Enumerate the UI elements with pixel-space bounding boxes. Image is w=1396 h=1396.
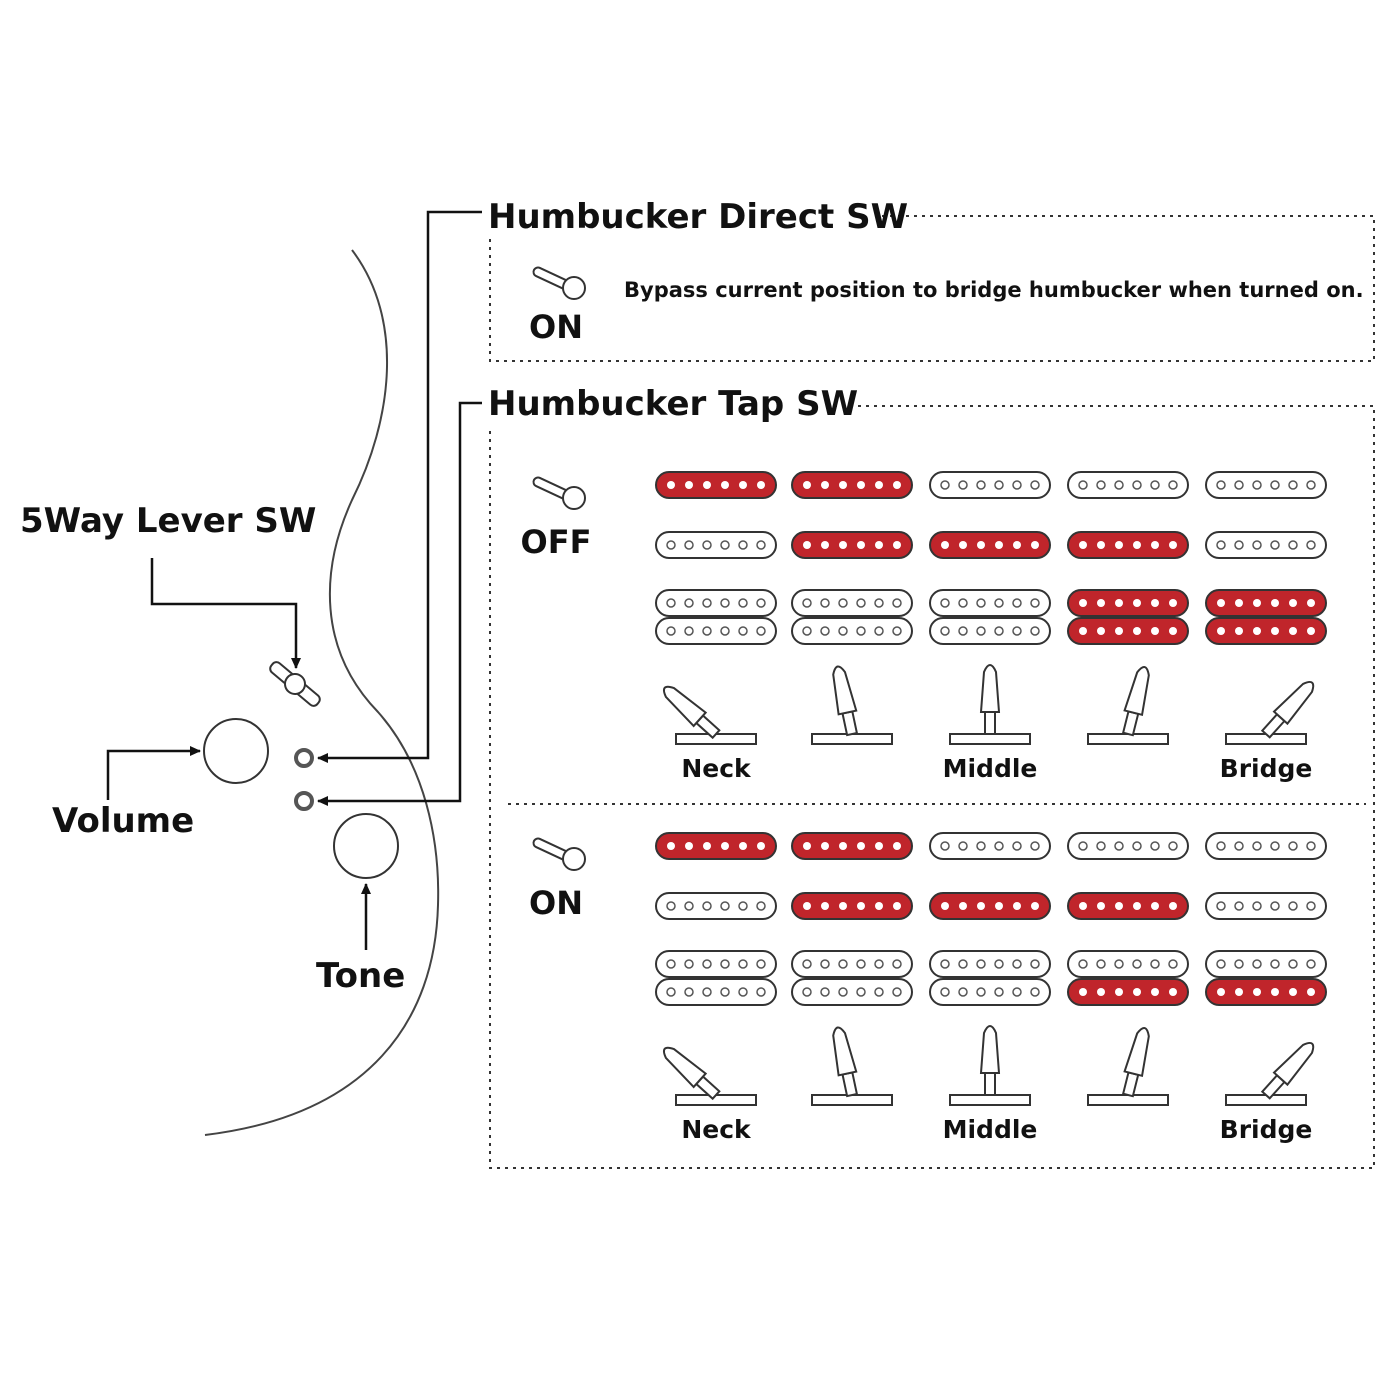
tone-label: Tone [316,956,405,996]
middle-pickup-coil [791,892,913,920]
lever-leader-line [150,558,301,669]
neck-pickup-coil [1205,832,1327,860]
bridge-humbucker-coil-top [791,589,913,617]
selector-lever-icon [949,664,1031,745]
bridge-humbucker-coil-bottom [655,617,777,645]
neck-pickup-coil [655,832,777,860]
direct-sw-description: Bypass current position to bridge humbuc… [624,278,1364,302]
selector-lever-icon [663,685,757,745]
volume-label: Volume [52,801,194,841]
volume-knob [203,718,269,784]
bridge-humbucker-coil-top [929,950,1051,978]
lever-switch-icon [269,661,321,707]
bridge-humbucker-coil-bottom [929,978,1051,1006]
selector-lever-icon [1225,1042,1315,1106]
tap-mini-switch [294,791,314,811]
selector-lever-icon [1225,681,1315,745]
position-label: Neck [681,1115,752,1144]
tap-sw-frame [489,405,1375,1169]
bridge-humbucker-coil-bottom [791,978,913,1006]
position-label: Bridge [1220,754,1313,783]
bridge-humbucker-coil-bottom [1067,617,1189,645]
tap-sw-title: Humbucker Tap SW [488,384,858,424]
middle-pickup-coil [655,892,777,920]
position-label: Bridge [1220,1115,1313,1144]
bridge-humbucker-coil-top [1067,589,1189,617]
direct-sw-title: Humbucker Direct SW [488,197,908,237]
middle-pickup-coil [929,892,1051,920]
volume-leader-line [106,746,201,800]
neck-pickup-coil [929,832,1051,860]
neck-pickup-coil [1205,471,1327,499]
guitar-body-outline [204,249,440,1136]
tap-state-label: OFF [521,523,592,561]
middle-pickup-coil [1205,531,1327,559]
tap-leader-line [317,401,482,806]
tap-state-label: ON [529,884,583,922]
middle-pickup-coil [1067,531,1189,559]
position-label: Middle [943,1115,1038,1144]
bridge-humbucker-coil-top [791,950,913,978]
selector-lever-icon [811,1026,893,1106]
direct-sw-state: ON [529,308,583,346]
bridge-humbucker-coil-bottom [1205,978,1327,1006]
bridge-humbucker-coil-bottom [1067,978,1189,1006]
selector-lever-icon [811,665,893,745]
middle-pickup-coil [1067,892,1189,920]
bridge-humbucker-coil-bottom [791,617,913,645]
bridge-humbucker-coil-bottom [1205,617,1327,645]
neck-pickup-coil [1067,471,1189,499]
bridge-humbucker-coil-bottom [655,978,777,1006]
selector-lever-icon [1087,666,1169,745]
middle-pickup-coil [929,531,1051,559]
tap-panel-on: ON Neck Middle Bridge [529,832,1327,1144]
toggle-switch-icon [532,837,586,871]
middle-pickup-coil [791,531,913,559]
lever-switch-label: 5Way Lever SW [20,501,316,541]
selector-lever-icon [949,1025,1031,1106]
direct-mini-switch [294,748,314,768]
neck-pickup-coil [655,471,777,499]
selector-lever-icon [663,1046,757,1106]
position-label: Neck [681,754,752,783]
bridge-humbucker-coil-bottom [929,617,1051,645]
neck-pickup-coil [1067,832,1189,860]
bridge-humbucker-coil-top [655,589,777,617]
neck-pickup-coil [791,471,913,499]
selector-lever-icon [1087,1027,1169,1106]
neck-pickup-coil [791,832,913,860]
tone-knob [333,813,399,879]
bridge-humbucker-coil-top [929,589,1051,617]
middle-pickup-coil [655,531,777,559]
bridge-humbucker-coil-top [1067,950,1189,978]
tap-panel-off: OFF Neck Middle Bridge [521,471,1327,783]
position-label: Middle [943,754,1038,783]
direct-sw-frame [489,215,1375,362]
direct-leader-line [317,210,482,763]
bridge-humbucker-coil-top [1205,950,1327,978]
neck-pickup-coil [929,471,1051,499]
bridge-humbucker-coil-top [655,950,777,978]
toggle-switch-icon [532,266,586,300]
toggle-switch-icon [532,476,586,510]
bridge-humbucker-coil-top [1205,589,1327,617]
middle-pickup-coil [1205,892,1327,920]
